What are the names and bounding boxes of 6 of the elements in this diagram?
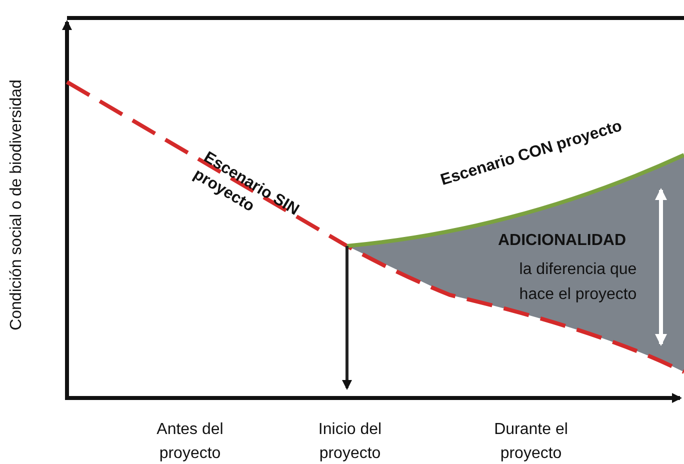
axis-label: Durante el proyecto (493, 420, 569, 464)
axis-label: Inicio del proyecto (317, 420, 383, 464)
axis-label: Antes del proyecto (156, 420, 224, 464)
area-label: la diferencia que hace el proyecto (518, 260, 638, 305)
axis-label: Condición social o de biodiversidad (8, 78, 26, 332)
area-label: ADICIONALIDAD (498, 232, 626, 250)
